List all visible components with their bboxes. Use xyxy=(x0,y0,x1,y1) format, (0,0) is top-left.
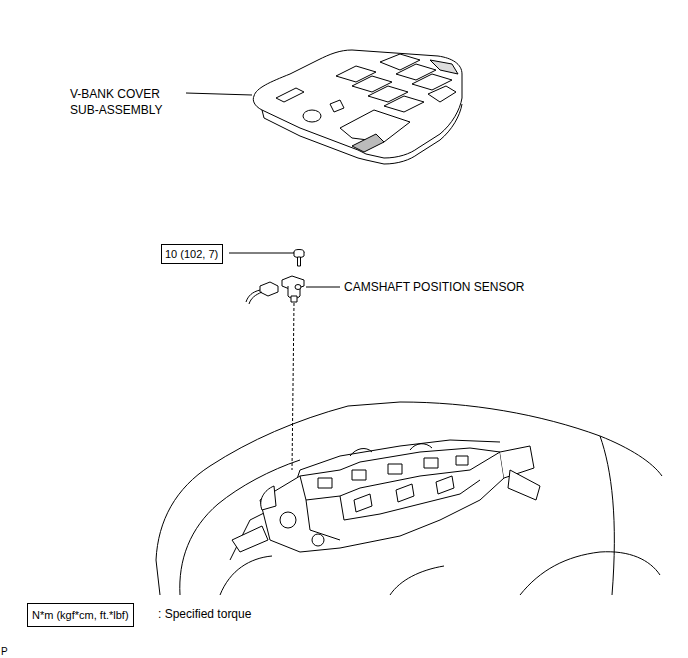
bolt xyxy=(294,250,304,267)
page-mark: P xyxy=(1,644,8,658)
v-bank-cover xyxy=(253,50,462,164)
part-name: V-BANK COVER SUB-ASSEMBLY xyxy=(70,87,162,117)
leader-line xyxy=(229,253,295,254)
leader-line xyxy=(306,287,340,288)
legend-text: : Specified torque xyxy=(158,607,251,621)
torque-box: 10 (102, 7) xyxy=(161,244,223,264)
torque-value: 10 (102, 7) xyxy=(165,247,219,261)
page-mark: P xyxy=(1,646,8,657)
torque-value: N*m (kgf*cm, ft.*lbf) xyxy=(32,608,129,622)
part-name: CAMSHAFT POSITION SENSOR xyxy=(344,279,524,295)
unit-box: N*m (kgf*cm, ft.*lbf) xyxy=(27,603,134,627)
camshaft-position-sensor xyxy=(282,276,304,302)
engine xyxy=(232,444,540,552)
sensor-connector xyxy=(246,282,278,304)
part-name: CAMSHAFT POSITION SENSOR xyxy=(344,280,524,294)
guide-line xyxy=(292,303,294,470)
legend-text: : Specified torque xyxy=(158,606,251,622)
leader-line xyxy=(186,93,252,95)
part-name: V-BANK COVER SUB-ASSEMBLY xyxy=(70,86,180,118)
engine-compartment xyxy=(156,402,662,595)
